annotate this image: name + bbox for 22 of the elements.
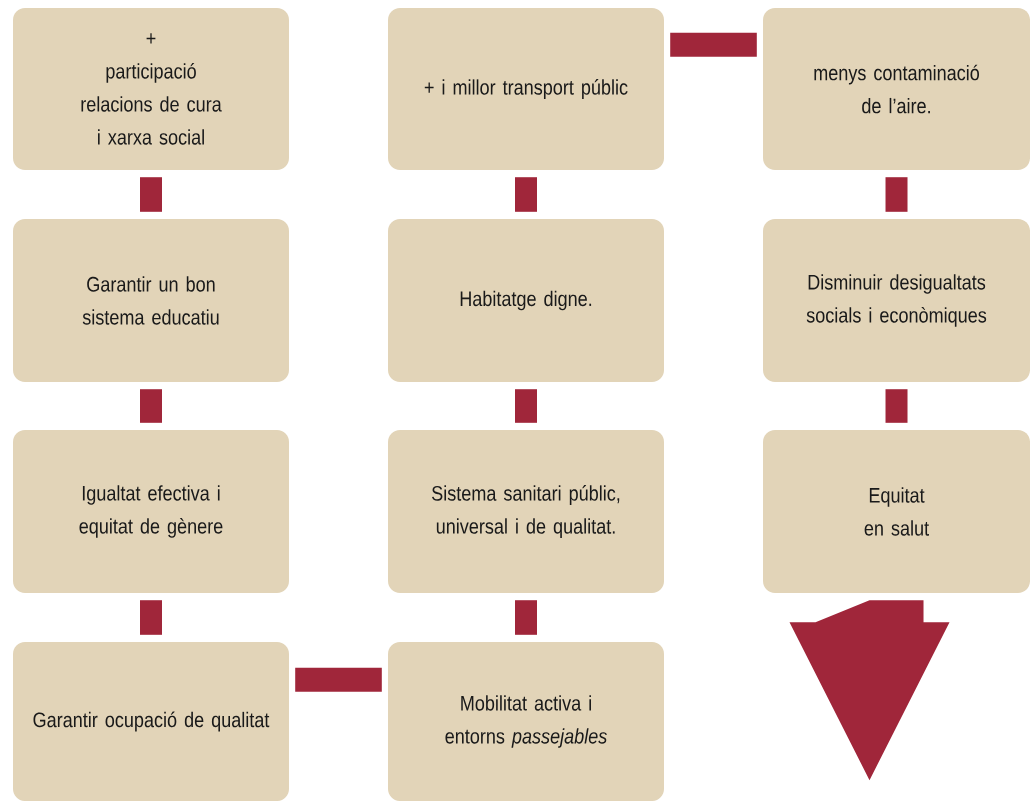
connector-bar: [670, 32, 757, 57]
connector-bar: [515, 177, 537, 212]
text-box: Disminuir desigualtats socials i econòmiques: [763, 219, 1030, 382]
connector-bar: [885, 177, 908, 212]
connector-bar: [885, 389, 908, 423]
text-box: + participació relacions de cura i xarxa social: [13, 8, 289, 170]
connector-bar: [515, 600, 537, 635]
text-box: Igualtat efectiva i equitat de gènere: [13, 430, 289, 593]
text-box: menys contaminació de l’aire.: [763, 8, 1030, 170]
connector-bar: [140, 389, 162, 423]
connector-bar: [140, 177, 162, 212]
text-box: Garantir ocupació de qualitat: [13, 642, 289, 801]
text-box: + i millor transport públic: [388, 8, 664, 170]
text-box: Garantir un bon sistema educatiu: [13, 219, 289, 382]
connector-bar: [140, 600, 162, 635]
connector-bar: [295, 667, 382, 692]
text-box: Equitat en salut: [763, 430, 1030, 593]
arrow: [789, 600, 950, 781]
text-box: Mobilitat activa i entorns passejables: [388, 642, 664, 801]
connector-bar: [515, 389, 537, 423]
text-box: Habitatge digne.: [388, 219, 664, 382]
text-box: Sistema sanitari públic, universal i de qualitat.: [388, 430, 664, 593]
